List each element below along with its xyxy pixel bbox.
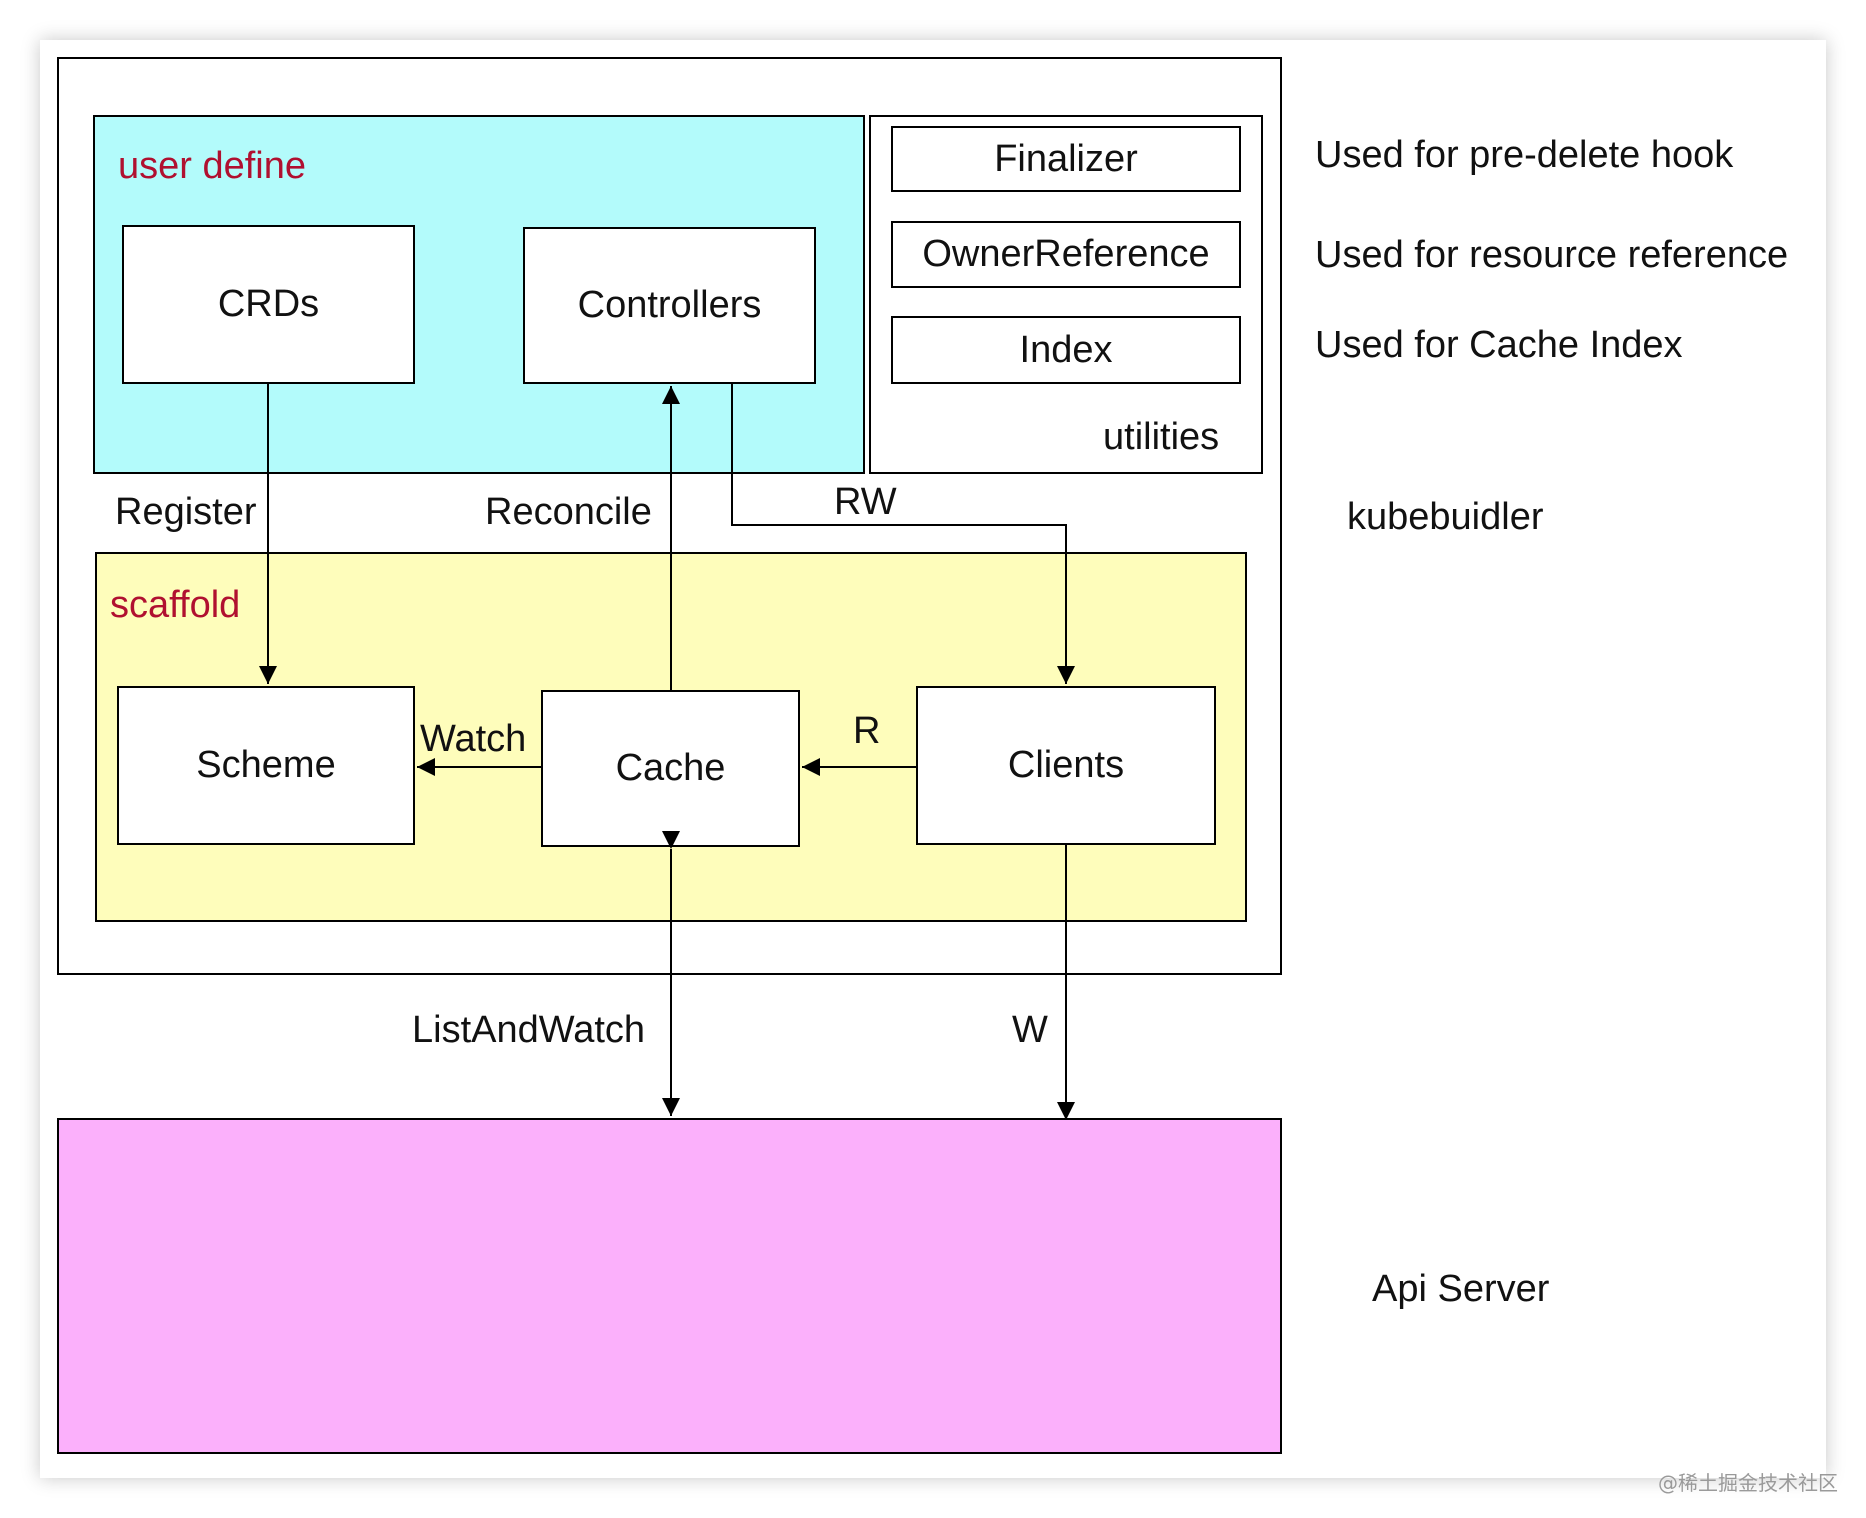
finalizer-note: Used for pre-delete hook [1315,134,1734,176]
cache-node: Cache [541,690,800,847]
reconcile-label: Reconcile [485,491,652,533]
rw-arrow [731,384,1075,684]
finalizer-node: Finalizer [891,126,1241,192]
controllers-node: Controllers [523,227,816,384]
user-define-label: user define [118,145,307,187]
utilities-label: utilities [1103,416,1220,458]
scaffold-label: scaffold [110,584,241,626]
owner-reference-node: OwnerReference [891,221,1241,288]
owner-reference-note: Used for resource reference [1315,234,1789,276]
list-and-watch-label: ListAndWatch [412,1009,646,1051]
watch-label: Watch [420,718,527,760]
api-server-label: Api Server [1372,1268,1550,1310]
scheme-node: Scheme [117,686,415,845]
rw-label: RW [834,481,897,523]
register-label: Register [115,491,257,533]
watermark: @稀土掘金技术社区 [1658,1471,1838,1495]
r-label: R [853,710,881,752]
kubebuilder-label: kubebuidler [1347,496,1544,538]
index-node: Index [891,316,1241,384]
w-label: W [1012,1009,1048,1051]
api-server-region [57,1118,1282,1454]
clients-node: Clients [916,686,1216,845]
index-note: Used for Cache Index [1315,324,1683,366]
crds-node: CRDs [122,225,415,384]
